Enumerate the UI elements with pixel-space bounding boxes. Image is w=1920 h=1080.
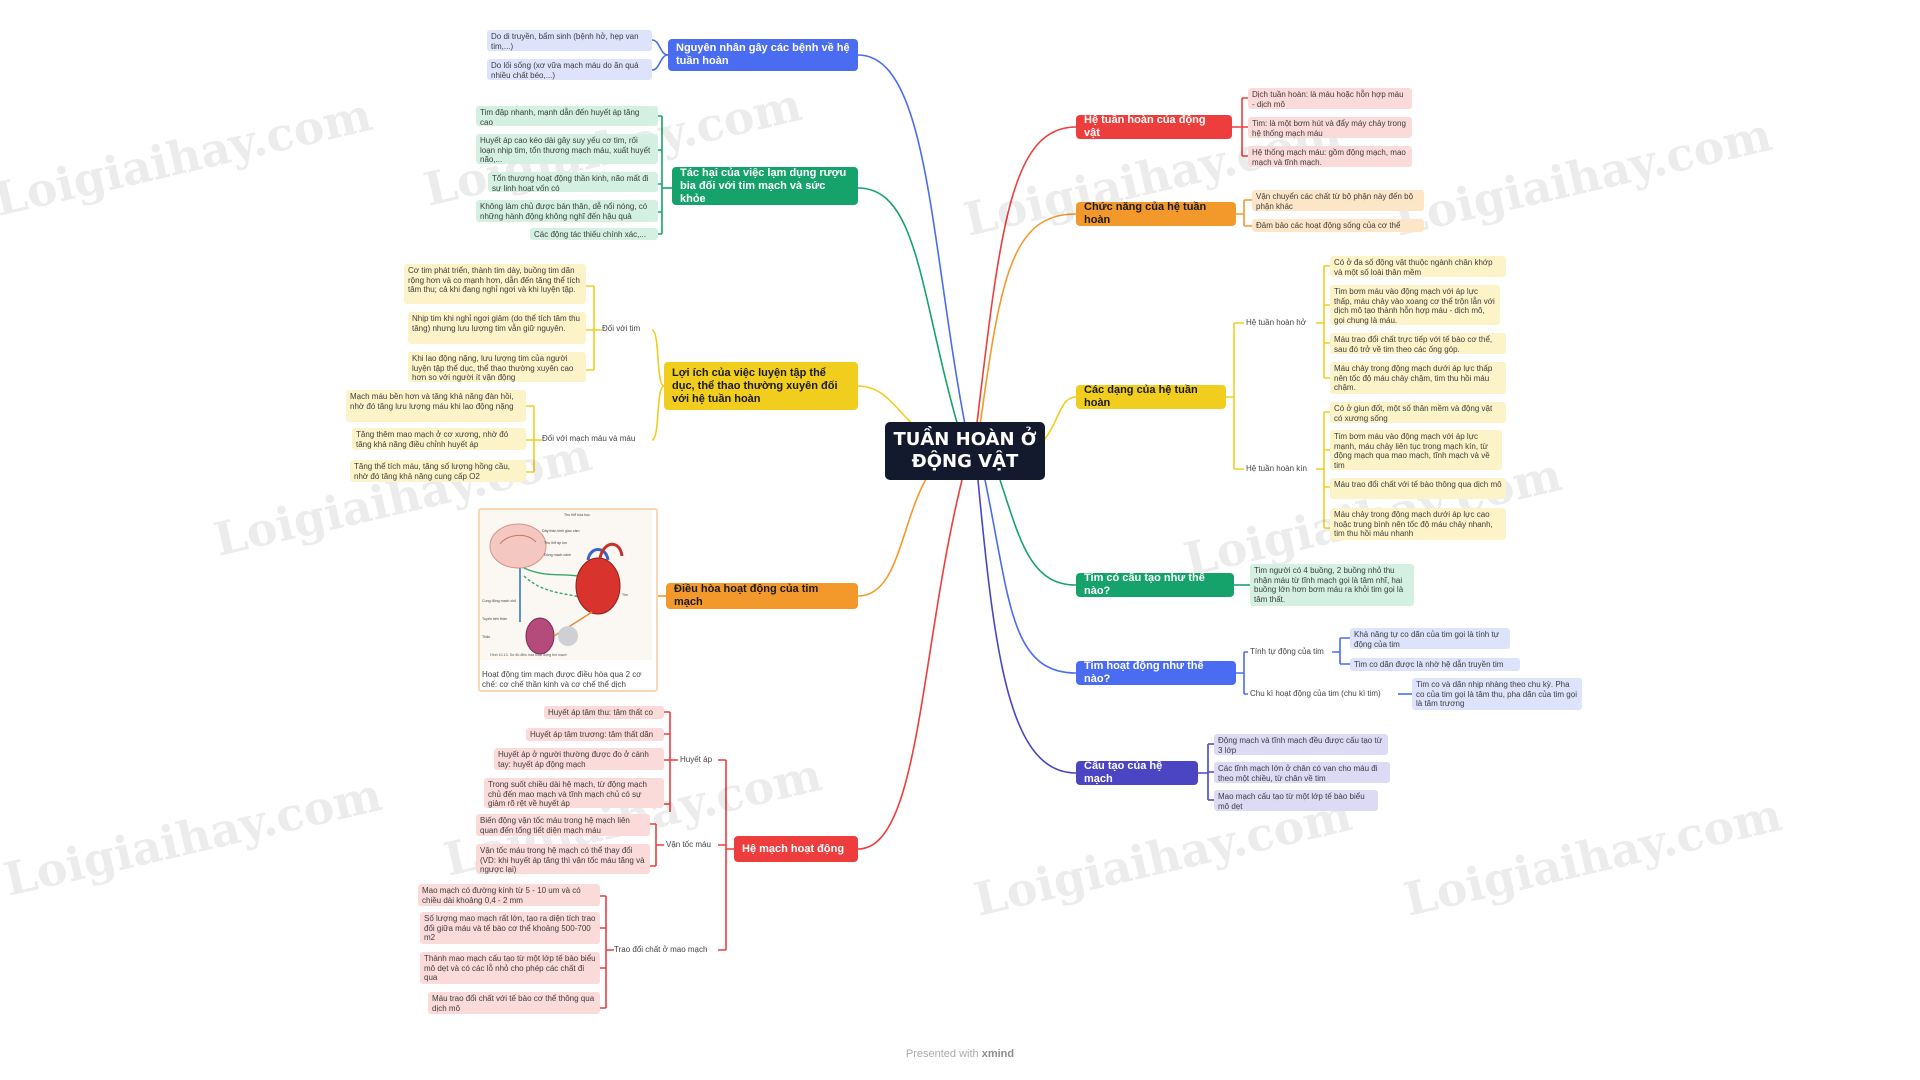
- sub-he-kin[interactable]: Hệ tuần hoàn kín: [1246, 464, 1307, 473]
- kidney-shape: [525, 617, 555, 655]
- topic-he-mach[interactable]: Hệ mạch hoạt động: [734, 836, 858, 862]
- sub-he-ho[interactable]: Hệ tuần hoàn hở: [1246, 318, 1306, 327]
- sub-trao-doi[interactable]: Trao đổi chất ở mao mạch: [614, 945, 708, 954]
- central-topic[interactable]: TUẦN HOÀN Ở ĐỘNG VẬT: [885, 422, 1045, 480]
- leaf-tac-hai-2[interactable]: Huyết áp cao kéo dài gây suy yếu cơ tim,…: [476, 134, 658, 164]
- sub-chu-ki[interactable]: Chu kì hoạt động của tim (chu kì tim): [1250, 689, 1381, 698]
- leaf-kin-2[interactable]: Tim bơm máu vào động mạch với áp lực mạn…: [1330, 430, 1502, 470]
- heart-shape: [575, 557, 621, 615]
- leaf-tac-hai-5[interactable]: Các động tác thiếu chính xác,...: [530, 228, 658, 240]
- regulation-diagram-image: Thụ thể hóa học Dây thần kinh giao cảm T…: [478, 508, 658, 692]
- topic-tac-hai[interactable]: Tác hại của việc lạm dụng rượu bia đối v…: [672, 167, 858, 205]
- leaf-ho-1[interactable]: Có ở đa số động vật thuộc ngành chân khớ…: [1330, 256, 1506, 277]
- heart-regulation-figure: Thụ thể hóa học Dây thần kinh giao cảm T…: [480, 510, 652, 660]
- leaf-cau-tao-mach-1[interactable]: Động mạch và tĩnh mạch đều được cấu tạo …: [1214, 734, 1388, 755]
- leaf-huyet-ap-2[interactable]: Huyết áp tâm trương: tâm thất dãn: [526, 728, 664, 741]
- leaf-he-tuan-hoan-2[interactable]: Tim: là một bơm hút và đẩy máy chảy tron…: [1248, 117, 1412, 138]
- topic-loi-ich[interactable]: Lợi ích của việc luyện tập thể dục, thể …: [664, 362, 858, 410]
- leaf-tac-hai-4[interactable]: Không làm chủ được bản thân, dễ nổi nóng…: [476, 200, 658, 222]
- figure-label: Thụ thể hóa học: [564, 513, 590, 517]
- figure-label: Động mạch cảnh: [544, 553, 571, 557]
- leaf-doi-voi-tim-2[interactable]: Nhịp tim khi nghỉ ngơi giảm (do thể tích…: [408, 312, 586, 344]
- topic-chuc-nang[interactable]: Chức năng của hệ tuần hoàn: [1076, 201, 1236, 226]
- figure-label: Cung động mạch chủ: [482, 599, 516, 603]
- brain-shape: [489, 523, 547, 569]
- leaf-huyet-ap-4[interactable]: Trong suốt chiều dài hệ mạch, từ động mạ…: [484, 778, 664, 808]
- regulation-caption[interactable]: Hoạt động tim mạch được điều hòa qua 2 c…: [482, 670, 642, 689]
- sub-doi-voi-mach[interactable]: Đối với mạch máu và máu: [542, 434, 636, 443]
- leaf-doi-voi-tim-1[interactable]: Cơ tim phát triển, thành tim dày, buồng …: [404, 264, 586, 304]
- leaf-tu-dong-2[interactable]: Tim co dãn được là nhờ hệ dẫn truyền tim: [1350, 658, 1520, 671]
- leaf-he-tuan-hoan-3[interactable]: Hệ thống mạch máu: gồm động mạch, mao mạ…: [1248, 146, 1412, 167]
- leaf-ho-2[interactable]: Tim bơm máu vào động mạch với áp lực thấ…: [1330, 285, 1500, 325]
- leaf-ho-4[interactable]: Máu chảy trong động mạch dưới áp lực thấ…: [1330, 362, 1506, 394]
- leaf-chu-ki-1[interactable]: Tim co và dãn nhịp nhàng theo chu kỳ. Ph…: [1412, 678, 1582, 710]
- leaf-he-tuan-hoan-1[interactable]: Dịch tuần hoàn: là máu hoặc hỗn hợp máu …: [1248, 88, 1412, 109]
- leaf-huyet-ap-1[interactable]: Huyết áp tâm thu: tâm thất co: [544, 706, 664, 719]
- leaf-ho-3[interactable]: Máu trao đổi chất trực tiếp với tế bào c…: [1330, 333, 1506, 354]
- figure-label: Tuyến trên thận: [482, 617, 507, 621]
- topic-cau-tao-mach[interactable]: Cấu tạo của hệ mạch: [1076, 760, 1198, 785]
- leaf-trao-doi-4[interactable]: Máu trao đổi chất với tế bào cơ thể thôn…: [428, 992, 600, 1014]
- leaf-doi-voi-tim-3[interactable]: Khi lao động nặng, lưu lượng tim của ngư…: [408, 352, 586, 382]
- leaf-cau-tao-tim-1[interactable]: Tim người có 4 buồng, 2 buồng nhỏ thu nh…: [1250, 564, 1414, 606]
- leaf-kin-1[interactable]: Có ở giun đốt, một số thân mềm và động v…: [1330, 402, 1506, 423]
- leaf-nguyen-nhan-2[interactable]: Do lối sống (xơ vữa mạch máu do ăn quá n…: [487, 59, 652, 80]
- leaf-chuc-nang-1[interactable]: Vận chuyển các chất từ bộ phận này đến b…: [1252, 190, 1424, 211]
- topic-dieu-hoa[interactable]: Điều hòa hoạt động của tim mạch: [666, 583, 858, 609]
- leaf-doi-voi-mach-1[interactable]: Mạch máu bền hơn và tăng khả năng đàn hồ…: [346, 390, 526, 422]
- sub-doi-voi-tim[interactable]: Đối với tim: [602, 324, 641, 333]
- leaf-trao-doi-1[interactable]: Mao mạch có đường kính từ 5 - 10 um và c…: [418, 884, 600, 906]
- leaf-cau-tao-mach-2[interactable]: Các tĩnh mạch lớn ở chân có van cho máu …: [1214, 762, 1390, 783]
- leaf-tu-dong-1[interactable]: Khả năng tự co dãn của tim gọi là tính t…: [1350, 628, 1510, 649]
- topic-tim-hoat-dong[interactable]: Tim hoạt động như thế nào?: [1076, 660, 1236, 685]
- leaf-van-toc-1[interactable]: Biến động vận tốc máu trong hệ mạch liên…: [476, 814, 650, 836]
- footer-prefix: Presented with: [905, 1048, 979, 1060]
- leaf-chuc-nang-2[interactable]: Đảm bảo các hoạt động sống của cơ thể: [1252, 219, 1424, 232]
- leaf-nguyen-nhan-1[interactable]: Do di truyền, bẩm sinh (bệnh hở, hẹp van…: [487, 30, 652, 51]
- topic-he-tuan-hoan[interactable]: Hệ tuần hoàn của động vật: [1076, 114, 1232, 139]
- figure-caption: Hình 10.13. Sơ đồ điều hòa hoạt động tim…: [490, 653, 567, 657]
- figure-label: Thận: [482, 635, 490, 639]
- leaf-doi-voi-mach-3[interactable]: Tăng thể tích máu, tăng số lượng hồng cầ…: [350, 460, 526, 482]
- topic-cac-dang[interactable]: Các dạng của hệ tuần hoàn: [1076, 384, 1226, 409]
- sub-tinh-tu-dong[interactable]: Tính tự động của tim: [1250, 647, 1324, 656]
- leaf-trao-doi-3[interactable]: Thành mao mạch cấu tạo từ một lớp tế bào…: [420, 952, 600, 984]
- footer-brand[interactable]: xmind: [981, 1048, 1015, 1060]
- figure-label: Tim: [622, 593, 628, 597]
- leaf-tac-hai-1[interactable]: Tim đập nhanh, mạnh dẫn đến huyết áp tăn…: [476, 106, 658, 126]
- figure-label: Dây thần kinh giao cảm: [542, 529, 580, 533]
- leaf-doi-voi-mach-2[interactable]: Tăng thêm mao mạch ở cơ xương, nhờ đó tă…: [352, 428, 526, 450]
- leaf-kin-3[interactable]: Máu trao đổi chất với tế bào thông qua d…: [1330, 478, 1506, 499]
- leaf-van-toc-2[interactable]: Vận tốc máu trong hệ mạch có thể thay đổ…: [476, 844, 650, 874]
- leaf-trao-doi-2[interactable]: Số lượng mao mạch rất lớn, tạo ra diện t…: [420, 912, 600, 944]
- leaf-huyet-ap-3[interactable]: Huyết áp ở người thường được đo ở cánh t…: [494, 748, 664, 770]
- figure-label: Thụ thể áp lực: [544, 541, 567, 545]
- footer: Presented with xmind: [0, 1048, 1920, 1060]
- topic-nguyen-nhan[interactable]: Nguyên nhân gây các bệnh về hệ tuần hoàn: [668, 39, 858, 71]
- leaf-tac-hai-3[interactable]: Tổn thương hoạt động thần kinh, não mất …: [488, 172, 658, 192]
- leaf-kin-4[interactable]: Máu chảy trong động mạch dưới áp lực cao…: [1330, 508, 1506, 540]
- sub-huyet-ap[interactable]: Huyết áp: [680, 755, 713, 764]
- sub-van-toc[interactable]: Vận tốc máu: [666, 840, 711, 849]
- topic-cau-tao-tim[interactable]: Tim có cấu tạo như thế nào?: [1076, 572, 1234, 597]
- leaf-cau-tao-mach-3[interactable]: Mao mạch cấu tạo từ một lớp tế bào biểu …: [1214, 790, 1378, 811]
